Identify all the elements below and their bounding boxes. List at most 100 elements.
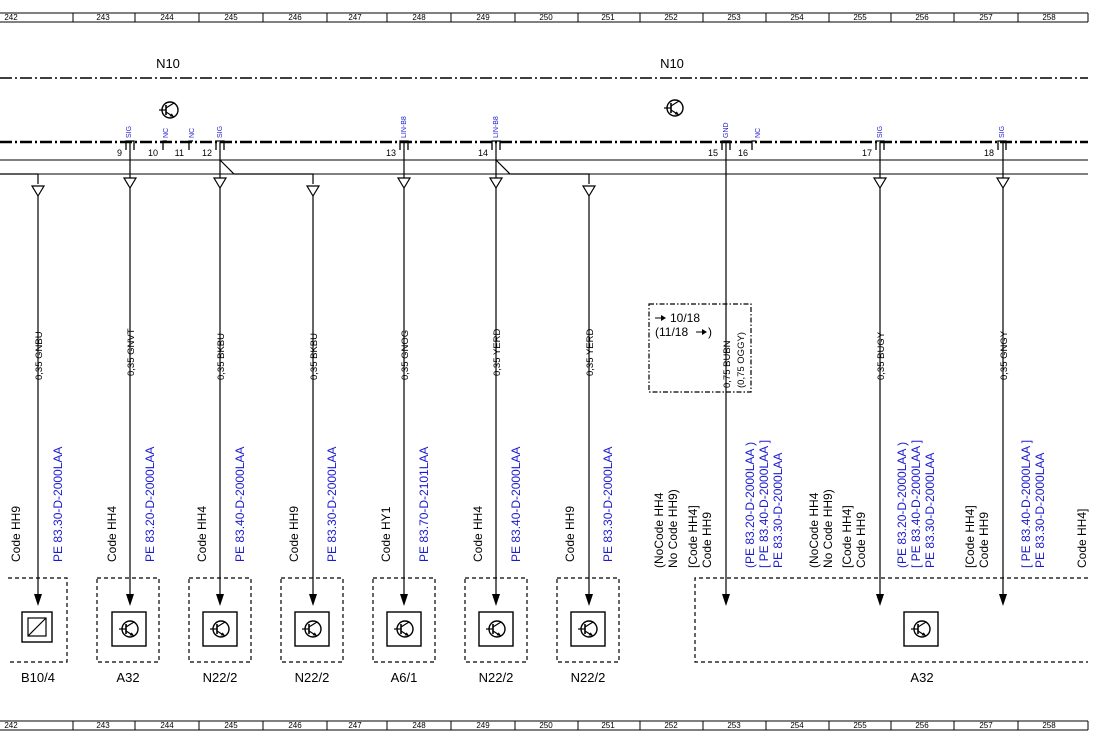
pin-number: 16 (738, 148, 748, 158)
part-number: PE 83.70-D-2101LAA (417, 447, 431, 562)
code-label: [Code HH4] (840, 505, 854, 568)
ruler-label: 255 (853, 13, 867, 22)
wire-lines (0, 142, 1004, 600)
ruler-label: 250 (539, 13, 553, 22)
ruler-label: 242 (4, 13, 18, 22)
ruler-label: 247 (348, 13, 362, 22)
reference-text: (11/18 (655, 325, 688, 339)
part-number: PE 83.40-D-2000LAA (509, 447, 523, 562)
component-a6-1 (372, 577, 436, 663)
part-number: [ PE 83.40-D-2000LAA ] (1019, 440, 1033, 568)
component-label: N22/2 (203, 670, 238, 685)
pin-signal: NC (755, 128, 762, 138)
wire-label: 0,35 BKBU (309, 333, 320, 380)
part-number: PE 83.40-D-2000LAA (233, 447, 247, 562)
pin-number: 15 (708, 148, 718, 158)
code-label: Code HY1 (379, 506, 393, 562)
part-number: PE 83.30-D-2000LAA (51, 447, 65, 562)
ruler-label: 256 (915, 13, 929, 22)
code-label: No Code HH9) (666, 489, 680, 568)
ruler-label: 257 (979, 13, 993, 22)
wire-label: 0,35 BUGY (876, 331, 887, 380)
ruler-label: 252 (664, 721, 678, 730)
pin-18: SIG 18 (984, 126, 1007, 158)
pin-number: 10 (148, 148, 158, 158)
arrow-icon (34, 594, 1007, 606)
wire-label: 0,35 YERD (585, 329, 596, 376)
wire-label: 0,35 GNVT (126, 328, 137, 376)
ruler-label: 243 (96, 13, 110, 22)
ruler-label: 252 (664, 13, 678, 22)
ruler-label: 248 (412, 721, 426, 730)
part-number: (PE 83.20-D-2000LAA ) (743, 442, 757, 568)
code-label: No Code HH9) (821, 489, 835, 568)
wire-label: 0,75 BUBN (722, 340, 733, 388)
ruler-label: 256 (915, 721, 929, 730)
part-number: (PE 83.20-D-2000LAA ) (895, 442, 909, 568)
pin-11: NC 11 (175, 128, 196, 158)
ruler-label: 258 (1042, 13, 1056, 22)
reference-box: 10/18 (11/18 ) (648, 303, 752, 393)
code-label: (NoCode HH4 (807, 492, 821, 568)
component-n22-2 (188, 577, 252, 663)
code-label-edge: Code HH4] (1075, 509, 1089, 568)
component-n22-2 (280, 577, 344, 663)
pin-signal: SIG (217, 126, 224, 138)
ruler-label: 245 (224, 721, 238, 730)
code-label: [Code HH4] (963, 505, 977, 568)
pin-10: NC 10 (148, 128, 170, 158)
code-label: (NoCode HH4 (652, 492, 666, 568)
pin-signal: SIG (999, 126, 1006, 138)
wire-label: 0,35 GNGY (999, 330, 1010, 380)
ruler-label: 243 (96, 721, 110, 730)
splice-icon (30, 177, 1011, 198)
reference-text: 10/18 (670, 311, 700, 325)
pin-signal: NC (163, 128, 170, 138)
svg-text:): ) (708, 325, 712, 339)
ruler-label: 250 (539, 721, 553, 730)
code-label: Code HH4 (471, 506, 485, 562)
control-unit-label-left: N10 (156, 56, 180, 71)
component-b10-4 (8, 577, 68, 663)
component-a32-large (694, 577, 1088, 663)
pin-number: 14 (478, 148, 488, 158)
pin-number: 11 (175, 148, 184, 158)
transistor-icon (663, 99, 684, 117)
transistor-icon (910, 620, 931, 638)
ruler-label: 249 (476, 13, 490, 22)
component-label: A6/1 (391, 670, 418, 685)
transistor-icon (577, 620, 598, 638)
pin-number: 17 (862, 148, 872, 158)
component-label: N22/2 (571, 670, 606, 685)
wire-label: 0,35 YERD (492, 329, 503, 376)
ruler-label: 255 (853, 721, 867, 730)
bottom-ruler: 242 243 244 245 246 247 248 249 250 251 … (0, 720, 1089, 731)
ruler-label: 246 (288, 13, 302, 22)
wire-label: 0,35 GNBU (34, 331, 45, 380)
pin-17: SIG 17 (862, 126, 885, 158)
ruler-label: 247 (348, 721, 362, 730)
code-label: Code HH4 (195, 506, 209, 562)
transistor-icon (393, 620, 414, 638)
part-number: PE 83.20-D-2000LAA (143, 447, 157, 562)
ruler-label: 248 (412, 13, 426, 22)
wire-label: (0,75 OGGY) (736, 332, 747, 388)
ruler-label: 246 (288, 721, 302, 730)
pin-signal: SIG (126, 126, 133, 138)
component-label: N22/2 (295, 670, 330, 685)
pin-signal: GND (723, 122, 730, 138)
ruler-label: 253 (727, 721, 741, 730)
transistor-icon (301, 620, 322, 638)
pin-9: SIG 9 (117, 126, 135, 158)
ruler-label: 244 (160, 721, 174, 730)
pin-16: NC 16 (738, 128, 762, 158)
wire-label: 0,35 BKBU (216, 333, 227, 380)
pin-number: 9 (117, 148, 122, 158)
control-unit-label-right: N10 (660, 56, 684, 71)
top-ruler: 242 243 244 245 246 247 248 249 250 251 … (0, 12, 1089, 23)
wire-label: 0,35 GNOG (400, 330, 411, 380)
ruler-label: 244 (160, 13, 174, 22)
ruler-label: 251 (601, 721, 615, 730)
ruler-label: 258 (1042, 721, 1056, 730)
pin-signal: NC (189, 128, 196, 138)
